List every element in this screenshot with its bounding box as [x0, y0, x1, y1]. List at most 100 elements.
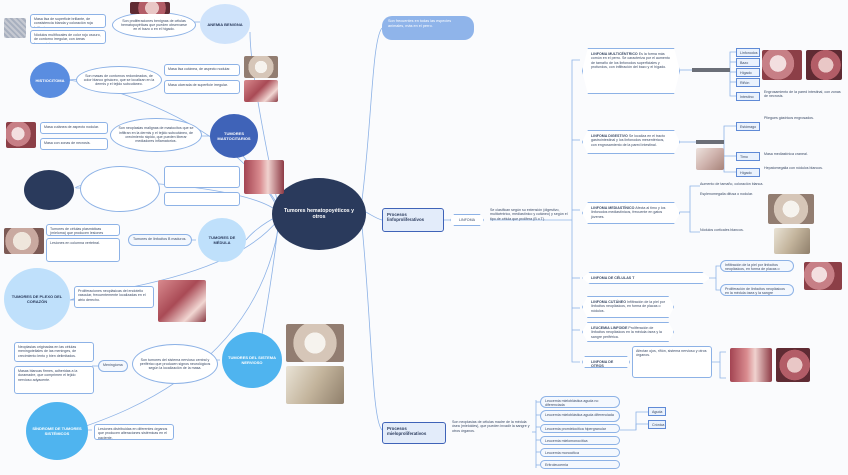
item-digestivo-desc: Se localiza en el tracto gastrointestina…	[591, 134, 665, 147]
node-histiocitoma-label: HISTIOCITOMA	[35, 77, 65, 83]
timo-photo	[244, 160, 284, 194]
node-plexo[interactable]: TUMORES DE PLEXO DEL CORAZÓN	[4, 268, 70, 330]
node-snc[interactable]: TUMORES DEL SISTEMA NERVIOSO	[222, 332, 282, 388]
timo-desc-1	[80, 166, 160, 212]
item-otros-organos[interactable]: LINFOMA DE OTROS ÓRGANOS	[582, 356, 630, 368]
benign-desc-3: Son proliferaciones benignas de células …	[112, 12, 196, 38]
myelo-item-4[interactable]: Leucemia mielomonocítica	[540, 436, 620, 445]
myelo-item-3[interactable]: Leucemia promielocítica hipergranular	[540, 424, 620, 433]
organ-estomago-desc: Pliegues gástricos engrosados.	[764, 116, 814, 120]
top-note[interactable]: Son frecuentes en todas las especies ani…	[382, 16, 474, 40]
organ-timo-desc: Masa mediastínica craneal.	[764, 152, 808, 156]
snc-sub-meningioma[interactable]: Meningioma	[98, 360, 128, 372]
organ-rinon[interactable]: Riñón	[736, 78, 760, 87]
medula-desc-1: Tumores de células plasmáticas (mieloma)…	[46, 224, 120, 236]
node-anemia-benigna-label: ANEMIA BENIGNA	[207, 21, 243, 27]
item-otros-organos-title: LINFOMA DE OTROS ÓRGANOS	[591, 360, 614, 368]
item-leucemia[interactable]: LEUCEMIA LINFOIDE Proliferación de linfo…	[582, 322, 674, 342]
node-linfoproliferativos[interactable]: Procesos linfoproliferativos	[382, 208, 444, 232]
item-cutaneo[interactable]: LINFOMA CUTÁNEO Infiltración de la piel …	[582, 296, 674, 318]
histiocitoma-desc-2: Masa lisa cutánea, de aspecto nodular.	[164, 64, 240, 76]
plexo-photo	[158, 280, 206, 322]
digestivo-photo	[696, 148, 724, 170]
myelo-tag-cronica[interactable]: Crónica	[648, 420, 666, 429]
snc-desc-1: Neoplasias originadas en las células men…	[14, 342, 94, 362]
item-celulas-t[interactable]: LINFOMA DE CÉLULAS T	[582, 272, 710, 284]
item-leucemia-title: LEUCEMIA LINFOIDE	[591, 326, 628, 330]
histiocitoma-desc-3: Masa ulcerada de superficie irregular.	[164, 80, 240, 94]
organ-higado-desc: Hepatomegalia con nódulos blancos.	[764, 166, 823, 170]
center-topic[interactable]: Tumores hematopoyéticos y otros	[272, 178, 366, 250]
histiocitoma-photo-2	[244, 80, 278, 102]
celulas-t-photo	[804, 262, 842, 290]
item-celulas-t-title: LINFOMA DE CÉLULAS T	[591, 276, 635, 280]
node-plexo-label: TUMORES DE PLEXO DEL CORAZÓN	[11, 294, 63, 304]
item-leucemia-desc: Proliferación de linfocitos neoplásicos …	[591, 326, 662, 339]
organ-linfonodos[interactable]: Linfonodos	[736, 48, 760, 57]
celulas-t-detail-1: Infiltración de la piel por linfocitos n…	[720, 260, 794, 272]
myelo-item-6[interactable]: Eritroleucemia	[540, 460, 620, 469]
benign-photo-1	[4, 18, 26, 38]
myelo-item-5[interactable]: Leucemia monocítica	[540, 448, 620, 457]
medula-desc-3: Lesiones en columna vertebral.	[46, 238, 120, 262]
mastocitoma-desc-1: Son neoplasias malignas de mastocitos qu…	[110, 118, 202, 152]
benign-desc-1: Masa lisa de superficie brillante, de co…	[30, 14, 106, 28]
node-anemia-benigna[interactable]: ANEMIA BENIGNA	[200, 4, 250, 44]
myelo-item-1[interactable]: Leucemia mieloblástica aguda no diferenc…	[540, 396, 620, 408]
mastocitoma-desc-3: Masa con zonas de necrosis.	[40, 138, 108, 150]
linfoproliferativos-desc: Se clasifican según su extensión (digest…	[490, 208, 568, 221]
celulas-t-detail-2: Proliferación de linfocitos neoplásicos …	[720, 284, 794, 296]
myelo-item-2[interactable]: Leucemia mieloblástica aguda diferenciad…	[540, 410, 620, 422]
organ-higado-2[interactable]: Hígado	[736, 168, 760, 177]
organ-higado[interactable]: Hígado	[736, 68, 760, 77]
node-medula[interactable]: TUMORES DE MÉDULA	[198, 218, 246, 262]
mastocitoma-photo-1	[6, 122, 36, 148]
benign-desc-2: Nódulos multifocales de color rojo oscur…	[30, 30, 106, 44]
organ-photo-2	[806, 50, 842, 80]
item-multicentrico-desc: Es la forma más común en el perro. Se ca…	[591, 52, 670, 69]
mediastinico-photo-1	[768, 194, 814, 224]
mediastinico-detail-2: Esplenomegalia difusa o nodular.	[700, 192, 753, 196]
organ-bar-2	[696, 140, 724, 144]
timo-desc-3	[164, 192, 240, 206]
plexo-desc-1: Proliferaciones neoplásicas del endoteli…	[74, 286, 154, 308]
sindrome-desc-1: Lesiones distribuidas en diferentes órga…	[94, 424, 174, 440]
timo-desc-2	[164, 166, 240, 188]
organ-intestino[interactable]: Intestino	[736, 92, 760, 101]
snc-photo-1	[286, 324, 344, 362]
snc-desc-3: Son tumores del sistema nervioso central…	[132, 344, 218, 384]
item-mediastinico-title: LINFOMA MEDIASTÍNICO	[591, 206, 635, 210]
node-timo[interactable]	[24, 170, 74, 210]
item-digestivo[interactable]: LINFOMA DIGESTIVO Se localiza en el trac…	[582, 130, 680, 154]
item-digestivo-title: LINFOMA DIGESTIVO	[591, 134, 628, 138]
item-mediastinico[interactable]: LINFOMA MEDIASTÍNICO Afecta al timo y lo…	[582, 202, 680, 224]
organ-bar-1	[692, 68, 730, 72]
organ-timo[interactable]: Timo	[736, 152, 760, 161]
medula-photo	[4, 228, 44, 254]
node-sindrome-label: SÍNDROME DE TUMORES SISTÉMICOS	[32, 426, 82, 436]
snc-photo-2	[286, 366, 344, 404]
organ-estomago[interactable]: Estómago	[736, 122, 760, 131]
otros-photo-1	[730, 348, 772, 382]
linfoma-connector[interactable]: LINFOMA	[450, 214, 484, 226]
item-multicentrico-title: LINFOMA MULTICÉNTRICO	[591, 52, 638, 56]
node-snc-label: TUMORES DEL SISTEMA NERVIOSO	[228, 355, 276, 365]
node-histiocitoma[interactable]: HISTIOCITOMA	[30, 62, 70, 98]
mediastinico-detail-1: Aumento de tamaño, coloración blanca.	[700, 182, 764, 186]
organ-intestino-desc: Engrosamiento de la pared intestinal, co…	[764, 90, 841, 99]
item-multicentrico[interactable]: LINFOMA MULTICÉNTRICO Es la forma más co…	[582, 48, 680, 94]
otros-photo-2	[776, 348, 810, 382]
item-cutaneo-desc: Infiltración de la piel por linfocitos n…	[591, 300, 665, 313]
mastocitoma-desc-2: Masa cutánea de aspecto nodular.	[40, 122, 108, 134]
node-mastocitoma[interactable]: TUMORES MASTOCITARIOS	[210, 114, 258, 158]
myelo-tag-aguda[interactable]: Aguda	[648, 407, 666, 416]
organ-bazo[interactable]: Bazo	[736, 58, 760, 67]
node-medula-label: TUMORES DE MÉDULA	[208, 235, 236, 245]
snc-desc-2: Masas blancas firmes, adheridas a la dur…	[14, 366, 94, 394]
histiocitoma-desc-1: Son masas de contornos redondeados, de c…	[76, 66, 162, 94]
mieloproliferativos-desc: Son neoplasias de células madre de la mé…	[452, 420, 530, 433]
node-sindrome[interactable]: SÍNDROME DE TUMORES SISTÉMICOS	[26, 402, 88, 460]
organ-photo-1	[762, 50, 802, 80]
node-mieloproliferativos[interactable]: Procesos mieloproliferativos	[382, 422, 446, 444]
item-mediastinico-desc: Afecta al timo y los linfonodos mediastí…	[591, 206, 666, 219]
